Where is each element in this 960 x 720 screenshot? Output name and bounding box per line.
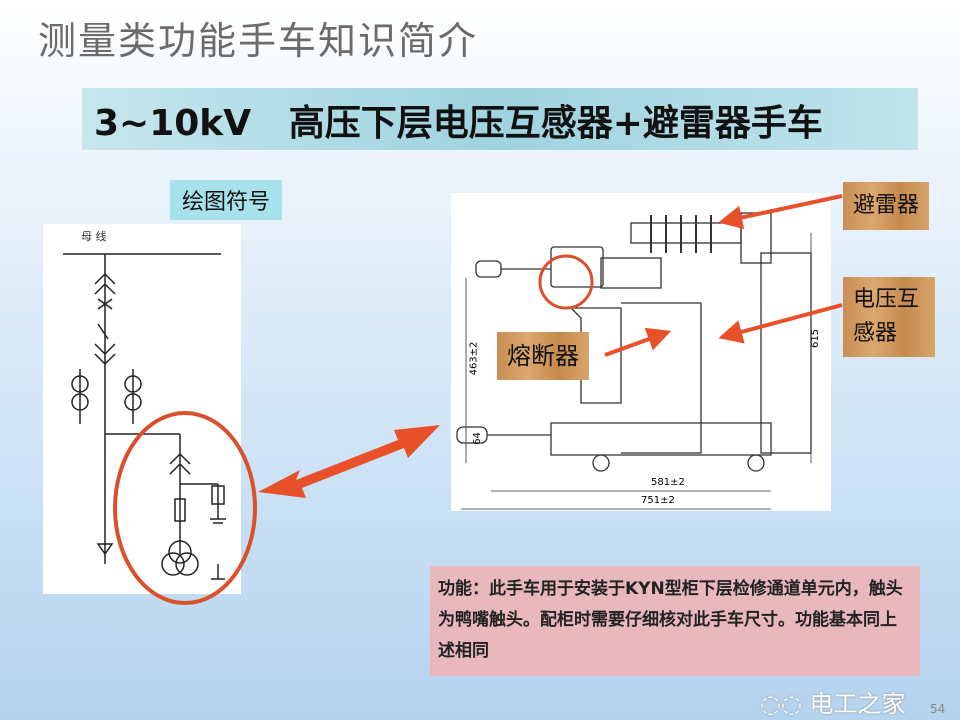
double-arrow [258, 425, 440, 498]
symbol-label: 绘图符号 [170, 180, 283, 220]
watermark: ◌◌ 电工之家 [760, 684, 906, 719]
schematic-drawing [63, 253, 226, 580]
dim-width: 581±2 [651, 477, 685, 488]
pt-callout-line2: 感器 [853, 321, 898, 346]
arrester-callout: 避雷器 [843, 182, 930, 230]
pt-callout-line1: 电压互 [853, 287, 920, 312]
busbar-label: 母 线 [81, 230, 107, 243]
page-number: 54 [930, 702, 946, 716]
slide-title: 测量类功能手车知识简介 [38, 19, 479, 63]
fuse-callout: 熔断器 [497, 332, 589, 380]
schematic-symbol-panel: 母 线 [43, 224, 241, 594]
handcart-drawing [456, 212, 812, 510]
pt-callout: 电压互 感器 [843, 277, 935, 357]
dim-height: 463±2 [468, 341, 480, 376]
watermark-text: 电工之家 [809, 690, 906, 718]
slide-subtitle: 3~10kV 高压下层电压互感器+避雷器手车 [82, 88, 918, 150]
dim-contact-height: 64 [471, 432, 483, 445]
function-note: 功能：此手车用于安装于KYN型柜下层检修通道单元内，触头为鸭嘴触头。配柜时需要仔… [430, 566, 920, 676]
wechat-icon: ◌◌ [760, 690, 810, 718]
dim-total-width: 751±2 [641, 495, 675, 506]
dim-total-height: 615 [810, 328, 822, 349]
